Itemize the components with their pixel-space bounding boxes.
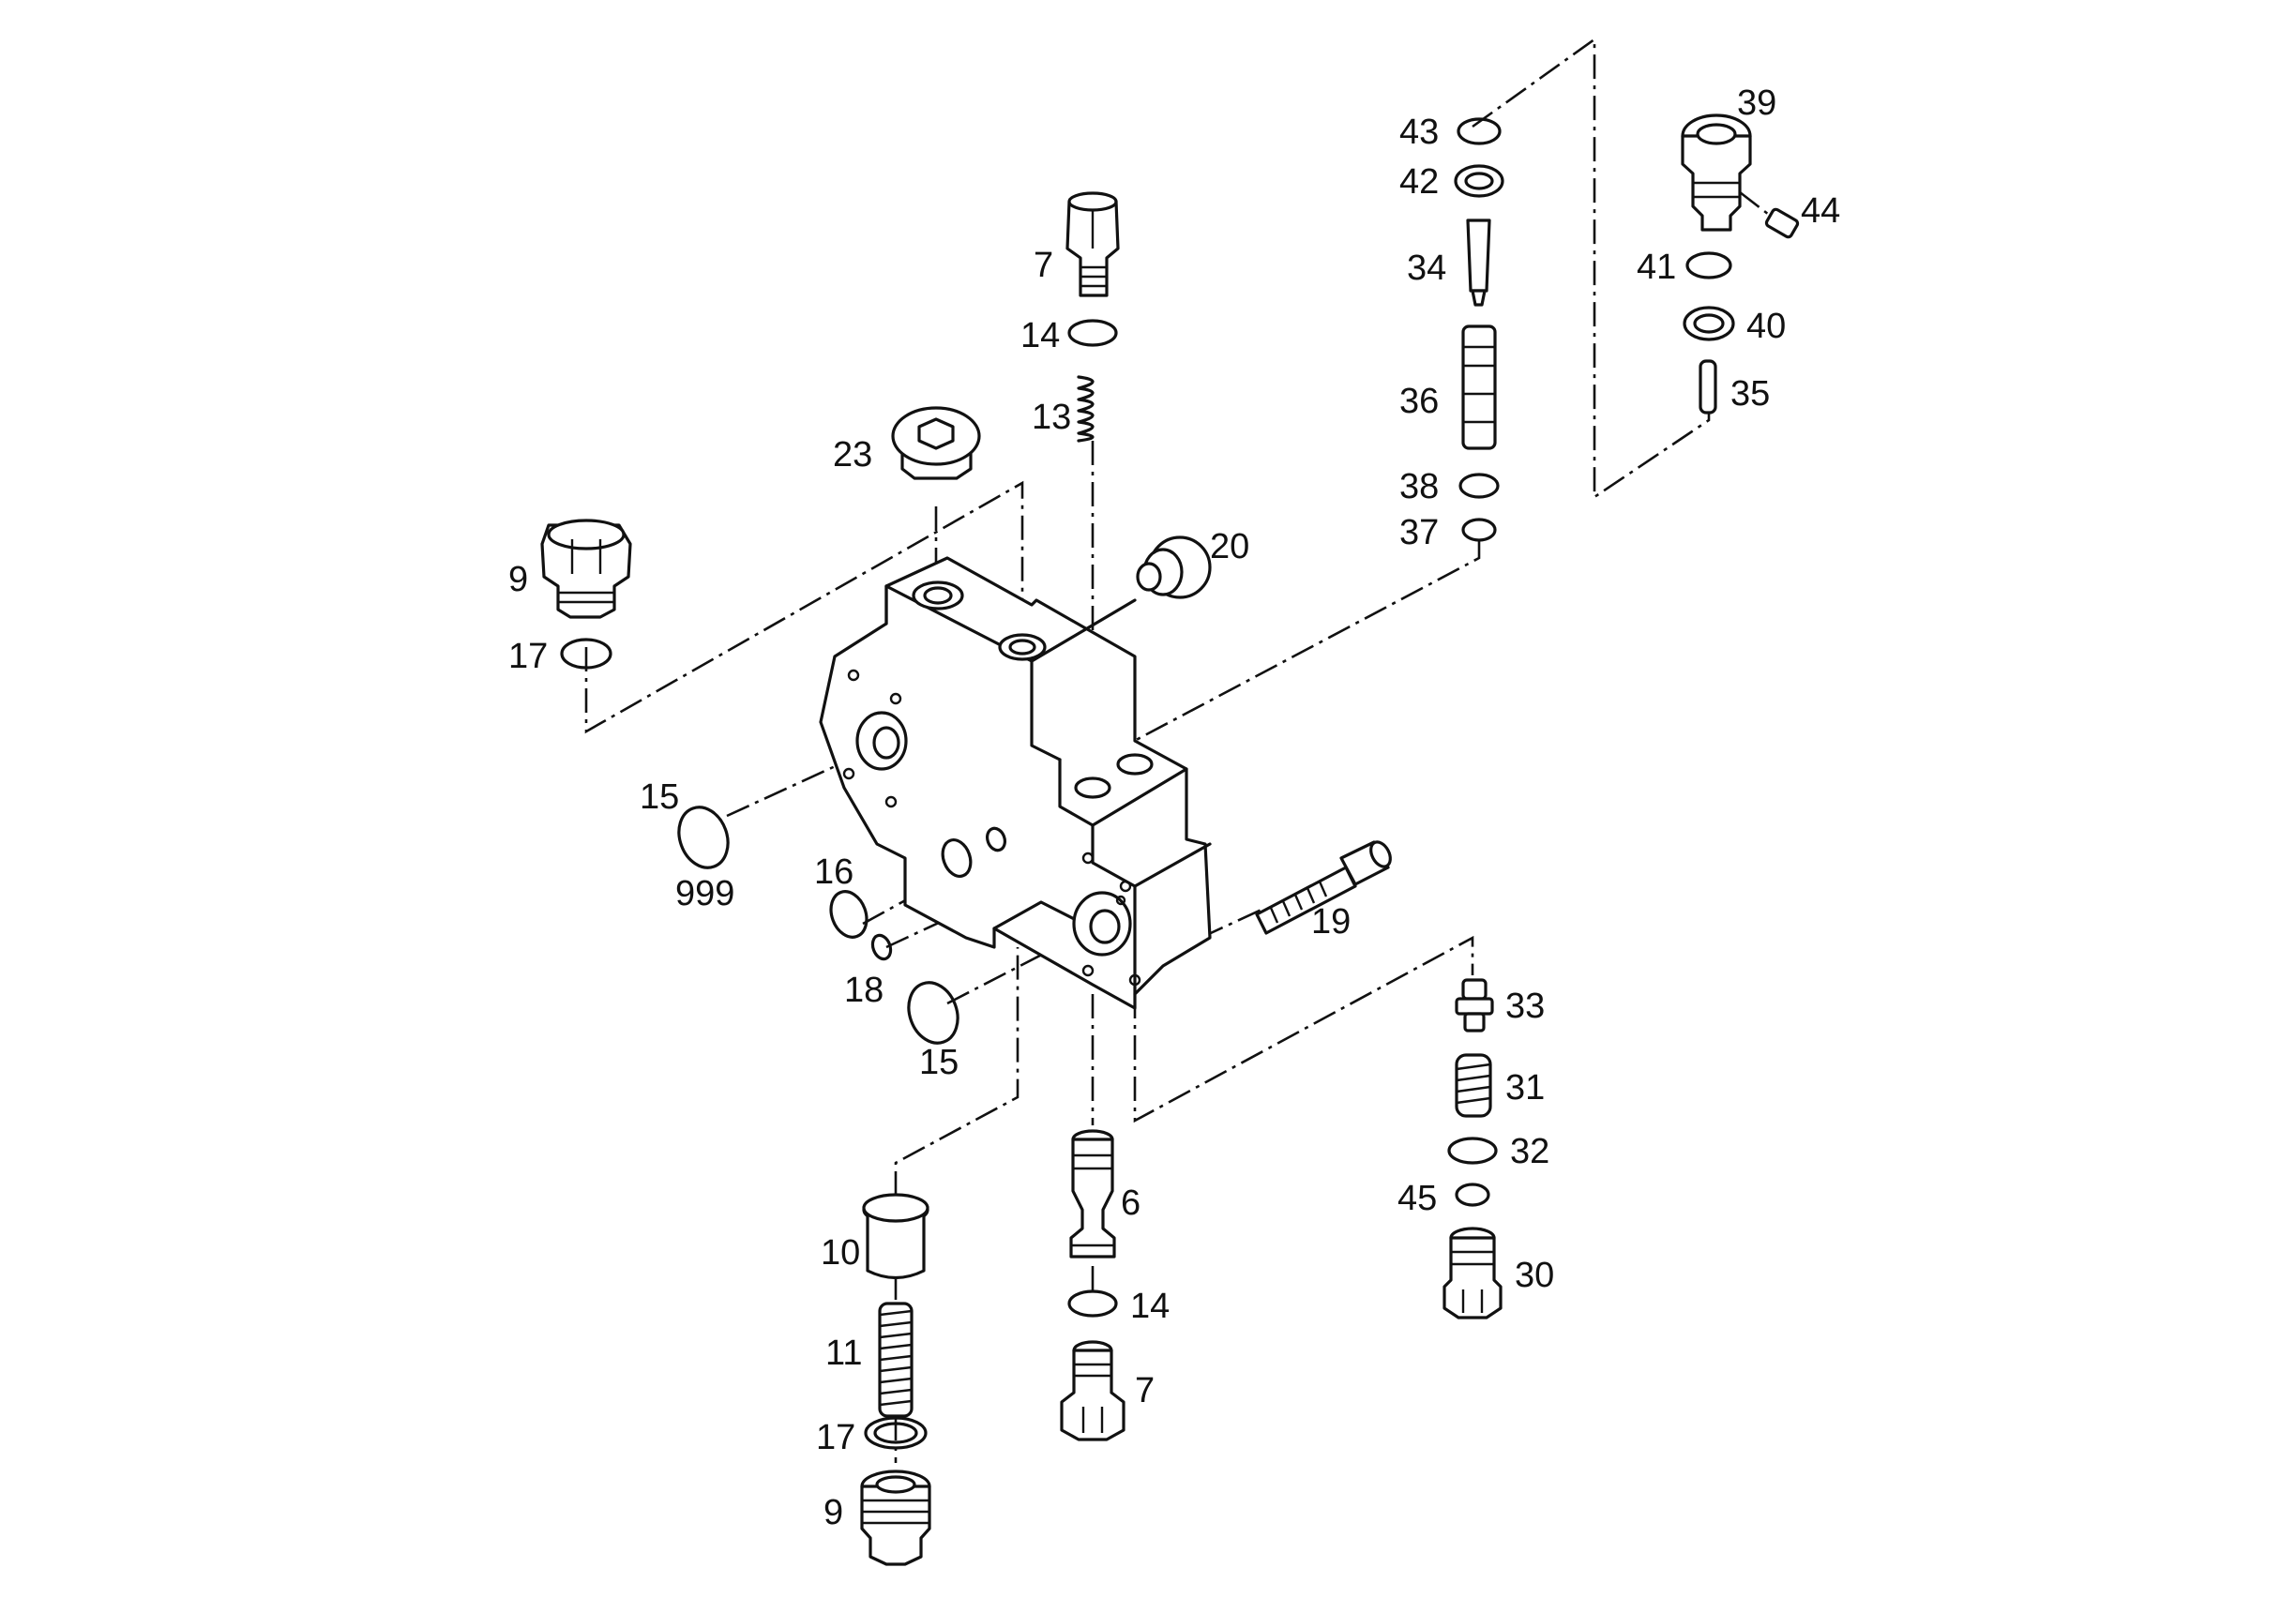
label-35: 35 [1730, 374, 1770, 414]
part-18-oring [870, 933, 893, 961]
part-37-oring [1461, 518, 1497, 542]
part-9-top-plug [540, 519, 632, 619]
part-34-pin [1466, 219, 1491, 307]
part-43-oring [1457, 117, 1502, 145]
parts [540, 113, 1800, 1566]
label-41: 41 [1637, 248, 1676, 287]
part-42-ring [1454, 164, 1504, 198]
part-30-plug [1443, 1227, 1503, 1319]
part-44-screw [1764, 207, 1800, 239]
label-34: 34 [1407, 249, 1446, 288]
part-36-spool [1461, 324, 1497, 450]
part-41-oring [1685, 251, 1732, 279]
part-17-low-oring [864, 1416, 928, 1450]
part-6-fitting [1069, 1129, 1116, 1259]
label-17-low: 17 [816, 1418, 855, 1457]
part-15-left-oring [677, 806, 730, 869]
part-38-oring [1458, 473, 1500, 499]
label-31: 31 [1505, 1068, 1545, 1108]
part-39-valve [1681, 113, 1752, 232]
label-18: 18 [844, 971, 884, 1010]
label-38: 38 [1399, 467, 1439, 506]
label-44: 44 [1801, 191, 1840, 231]
label-42: 42 [1399, 162, 1439, 202]
label-13: 13 [1032, 398, 1071, 437]
label-19: 19 [1311, 902, 1351, 942]
part-17-top-oring [560, 638, 612, 670]
label-9-low: 9 [823, 1493, 843, 1532]
part-45-oring [1455, 1183, 1490, 1207]
label-40: 40 [1746, 307, 1786, 346]
label-15-left: 15 [640, 777, 679, 817]
part-35-pin [1699, 359, 1717, 415]
label-20: 20 [1210, 527, 1249, 566]
part-15-low-oring [907, 981, 959, 1045]
label-33: 33 [1505, 987, 1545, 1026]
label-36: 36 [1399, 382, 1439, 421]
part-33-piston [1455, 978, 1494, 1033]
assembly-lines [584, 37, 1774, 1463]
label-11: 11 [825, 1334, 862, 1373]
label-43: 43 [1399, 113, 1439, 152]
part-14-top-oring [1067, 319, 1118, 347]
part-31-spring [1455, 1053, 1492, 1118]
part-16b-oring [941, 838, 973, 878]
part-20-plug [1136, 535, 1212, 599]
label-17-top: 17 [508, 637, 548, 676]
label-7-top: 7 [1034, 246, 1053, 285]
part-7-low-fitting [1060, 1340, 1125, 1441]
part-14-low-oring [1067, 1289, 1118, 1318]
part-16-oring [829, 890, 869, 939]
label-14-top: 14 [1020, 316, 1060, 355]
label-9-top: 9 [508, 560, 528, 599]
label-6: 6 [1121, 1183, 1140, 1223]
part-19-bolt [1255, 840, 1392, 935]
label-39: 39 [1737, 83, 1776, 123]
label-23: 23 [833, 435, 872, 475]
part-40-ring [1683, 306, 1735, 341]
label-14-low: 14 [1130, 1287, 1170, 1326]
label-16: 16 [814, 852, 853, 892]
label-30: 30 [1515, 1256, 1554, 1295]
label-10: 10 [821, 1233, 860, 1273]
valve-housing [819, 556, 1212, 1010]
part-11-spring [878, 1302, 914, 1418]
part-10-cap [862, 1193, 929, 1280]
label-37: 37 [1399, 513, 1439, 552]
callouts: 43 42 34 36 38 37 39 44 41 40 35 7 14 13… [508, 83, 1840, 1532]
label-32: 32 [1510, 1132, 1549, 1171]
part-32-oring [1447, 1137, 1498, 1165]
label-7-low: 7 [1135, 1371, 1155, 1410]
part-23-plug [891, 406, 981, 480]
label-45: 45 [1397, 1179, 1437, 1218]
label-15-low: 15 [919, 1043, 959, 1082]
part-7-top-fitting [1065, 191, 1120, 297]
label-999: 999 [675, 874, 734, 913]
part-9-low-plug [860, 1470, 931, 1566]
part-13-spring [1077, 375, 1095, 443]
